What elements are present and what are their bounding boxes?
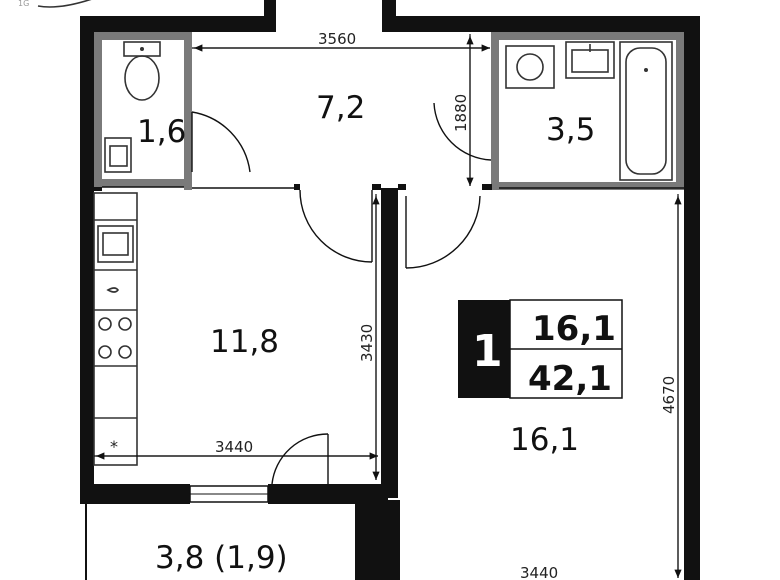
badge-rooms-count: 1: [472, 326, 503, 377]
room-area-wc: 1,6: [137, 114, 186, 150]
dim-living-width: 3440: [520, 564, 558, 580]
walls: [80, 0, 700, 580]
dim-hall-width: 3560: [318, 30, 356, 48]
badge-living-area: 16,1: [532, 309, 616, 349]
svg-text:*: *: [110, 437, 118, 456]
room-area-hall: 7,2: [316, 90, 365, 126]
wc-sink-icon: [104, 137, 132, 173]
badge-total-area: 42,1: [528, 359, 612, 399]
bathtub-icon: [619, 41, 673, 181]
washing-machine-icon: [505, 45, 555, 89]
dim-living-depth: 4670: [660, 376, 678, 414]
svg-text:1G: 1G: [18, 0, 29, 8]
dim-hall-depth: 1880: [452, 94, 470, 132]
doors: [189, 102, 492, 503]
room-area-kitchen: 11,8: [210, 324, 279, 360]
room-area-loggia: 3,8 (1,9): [155, 540, 288, 576]
dimension-lines: [94, 34, 682, 578]
dim-kitchen-width: 3440: [215, 438, 253, 456]
dim-kitchen-depth: 3430: [358, 324, 376, 362]
logo-fragment: 1G: [18, 0, 92, 8]
apartment-badge: [458, 299, 623, 399]
kitchen-counter: *: [93, 192, 138, 466]
bath-sink-icon: [565, 41, 615, 79]
room-area-living: 16,1: [510, 422, 579, 458]
toilet-icon: [123, 41, 161, 101]
room-area-bath: 3,5: [546, 112, 595, 148]
